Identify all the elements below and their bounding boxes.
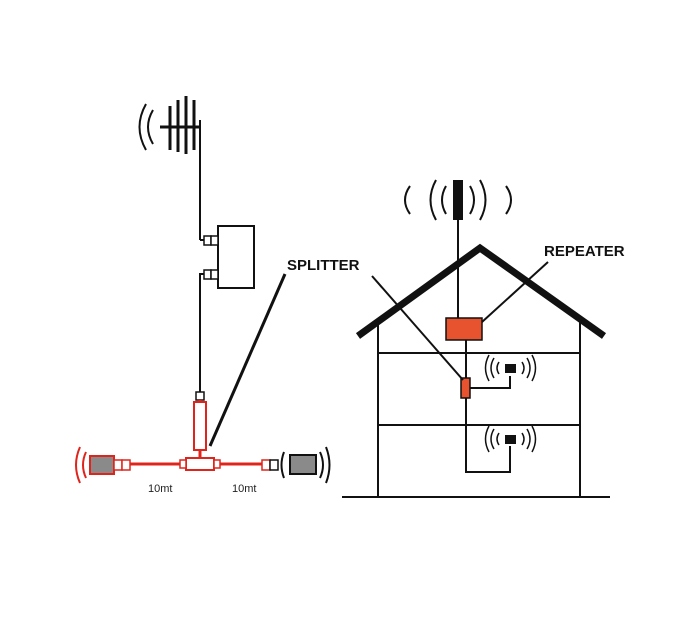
outdoor-antenna-icon bbox=[160, 96, 201, 235]
indoor-antenna-lower-icon bbox=[484, 425, 537, 453]
roof-antenna-waves-icon bbox=[404, 179, 512, 221]
indoor-antenna-upper-icon bbox=[484, 354, 537, 382]
house-icon bbox=[342, 243, 610, 498]
indoor-antenna-left-icon bbox=[75, 446, 131, 484]
outdoor-antenna-waves-icon bbox=[138, 103, 154, 151]
repeater-box-icon bbox=[199, 225, 255, 289]
house-splitter-unit bbox=[460, 377, 471, 399]
splitter-label: SPLITTER bbox=[287, 257, 360, 274]
distance-right-label: 10mt bbox=[232, 483, 256, 495]
distance-left-label: 10mt bbox=[148, 483, 172, 495]
left-schematic: 10mt 10mt bbox=[75, 96, 331, 495]
repeater-label: REPEATER bbox=[544, 243, 625, 260]
repeater-unit bbox=[445, 317, 483, 341]
splitter-icon bbox=[179, 400, 221, 471]
roof-antenna-icon bbox=[453, 180, 463, 318]
indoor-antenna-right-icon bbox=[261, 446, 331, 484]
